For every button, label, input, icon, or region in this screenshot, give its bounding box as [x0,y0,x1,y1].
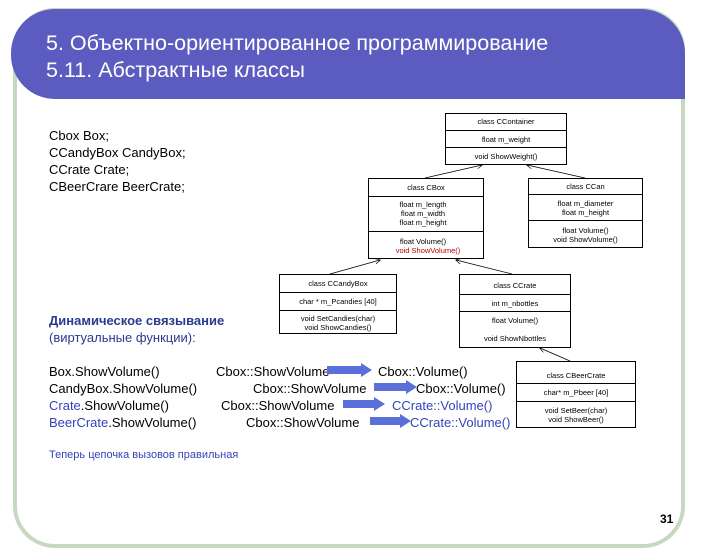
class-divider [280,310,396,311]
call-method: .ShowVolume() [108,381,198,396]
uml-class-cbox: class CBox float m_length float m_width … [368,178,484,259]
call-intermediate: Cbox::ShowVolume [253,381,367,396]
uml-class-ccrate: class CCrate int m_nbottles float Volume… [459,274,571,348]
inherit-crate-box [456,260,513,275]
inherit-candybox-box [329,260,380,275]
uml-class-cbeercrate: class CBeerCrate char* m_Pbeer [40] void… [516,361,636,428]
call-object: Crate [49,398,81,413]
class-divider [280,292,396,293]
class-divider [369,231,483,232]
class-name: class CBox [407,183,445,192]
call-object: BeerCrate [49,415,109,430]
class-method: void SetBeer(char) [544,406,608,415]
call-object: CandyBox [49,381,109,396]
class-method: void ShowVolume() [553,235,618,244]
class-name: class CContainer [477,117,535,126]
call-expression: Crate.ShowVolume() [49,398,169,414]
call-arrow [327,363,372,377]
class-divider [529,220,642,221]
class-field: int m_nbottles [491,299,539,308]
class-divider [369,196,483,197]
class-field: float m_width [400,209,446,218]
class-divider [529,194,642,195]
uml-class-ccontainer: class CContainer float m_weight void Sho… [445,113,567,165]
class-method: void ShowBeer() [548,415,604,424]
class-divider [517,383,635,384]
class-divider [460,294,570,295]
class-field: char* m_Pbeer [40] [543,388,609,397]
page-number: 31 [660,512,674,526]
class-name: class CCrate [493,281,537,290]
dynamic-binding-heading: Динамическое связывание [49,313,225,328]
class-method: void ShowNbottles [483,334,547,343]
class-method: float Volume() [399,237,447,246]
call-method: .ShowVolume() [108,415,197,430]
declaration-line: CCandyBox CandyBox; [49,145,186,160]
slide-title: 5. Объектно-ориентированное программиров… [46,31,549,55]
call-expression: Box.ShowVolume() [49,364,160,379]
call-intermediate: Cbox::ShowVolume [221,398,335,413]
slide-subtitle: 5.11. Абстрактные классы [46,58,305,82]
call-intermediate: Cbox::ShowVolume [246,415,360,430]
call-arrow [370,414,411,428]
conclusion-text: Теперь цепочка вызовов правильная [49,449,239,461]
class-field: float m_height [561,208,610,217]
call-intermediate: Cbox::ShowVolume [216,364,330,379]
call-arrow [374,380,417,394]
class-method: void ShowWeight() [474,152,538,161]
class-method: void SetCandies(char) [300,314,376,323]
class-divider [517,401,635,402]
inherit-can-container [527,165,586,179]
call-expression: BeerCrate.ShowVolume() [49,415,196,431]
class-name: class CBeerCrate [546,371,606,380]
class-method: float Volume() [562,226,609,235]
class-field: float m_length [399,200,447,209]
declaration-line: CBeerCrare BeerCrate; [49,179,185,194]
class-method: void ShowCandies() [304,323,372,332]
call-method: .ShowVolume() [80,398,169,413]
class-field: float m_diameter [557,199,614,208]
call-arrows [327,363,417,428]
uml-class-ccandybox: class CCandyBox char * m_Pcandies [40] v… [279,274,397,334]
class-field: float m_height [399,218,447,227]
class-divider [446,147,566,148]
class-method: float Volume() [491,316,539,325]
class-divider [446,130,566,131]
call-target: CCrate::Volume() [410,415,511,430]
call-target: CCrate::Volume() [392,398,493,413]
class-field: char * m_Pcandies [40] [299,297,377,306]
call-target: Cbox::Volume() [416,381,506,396]
call-target: Cbox::Volume() [378,364,468,379]
class-field: float m_weight [481,135,531,144]
title-banner [11,9,685,99]
uml-class-ccan: class CCan float m_diameter float m_heig… [528,178,643,248]
declaration-line: Cbox Box; [49,128,109,143]
call-arrow [343,397,385,411]
declaration-line: CCrate Crate; [49,162,130,177]
class-method-virtual: void ShowVolume() [395,246,461,255]
dynamic-binding-subheading: (виртуальные функции): [49,330,196,345]
inherit-beercrate-crate [540,348,571,362]
call-expression: CandyBox.ShowVolume() [49,381,197,397]
class-name: class CCandyBox [308,279,368,288]
class-divider [460,311,570,312]
class-name: class CCan [566,182,605,191]
inherit-box-container [424,165,482,179]
